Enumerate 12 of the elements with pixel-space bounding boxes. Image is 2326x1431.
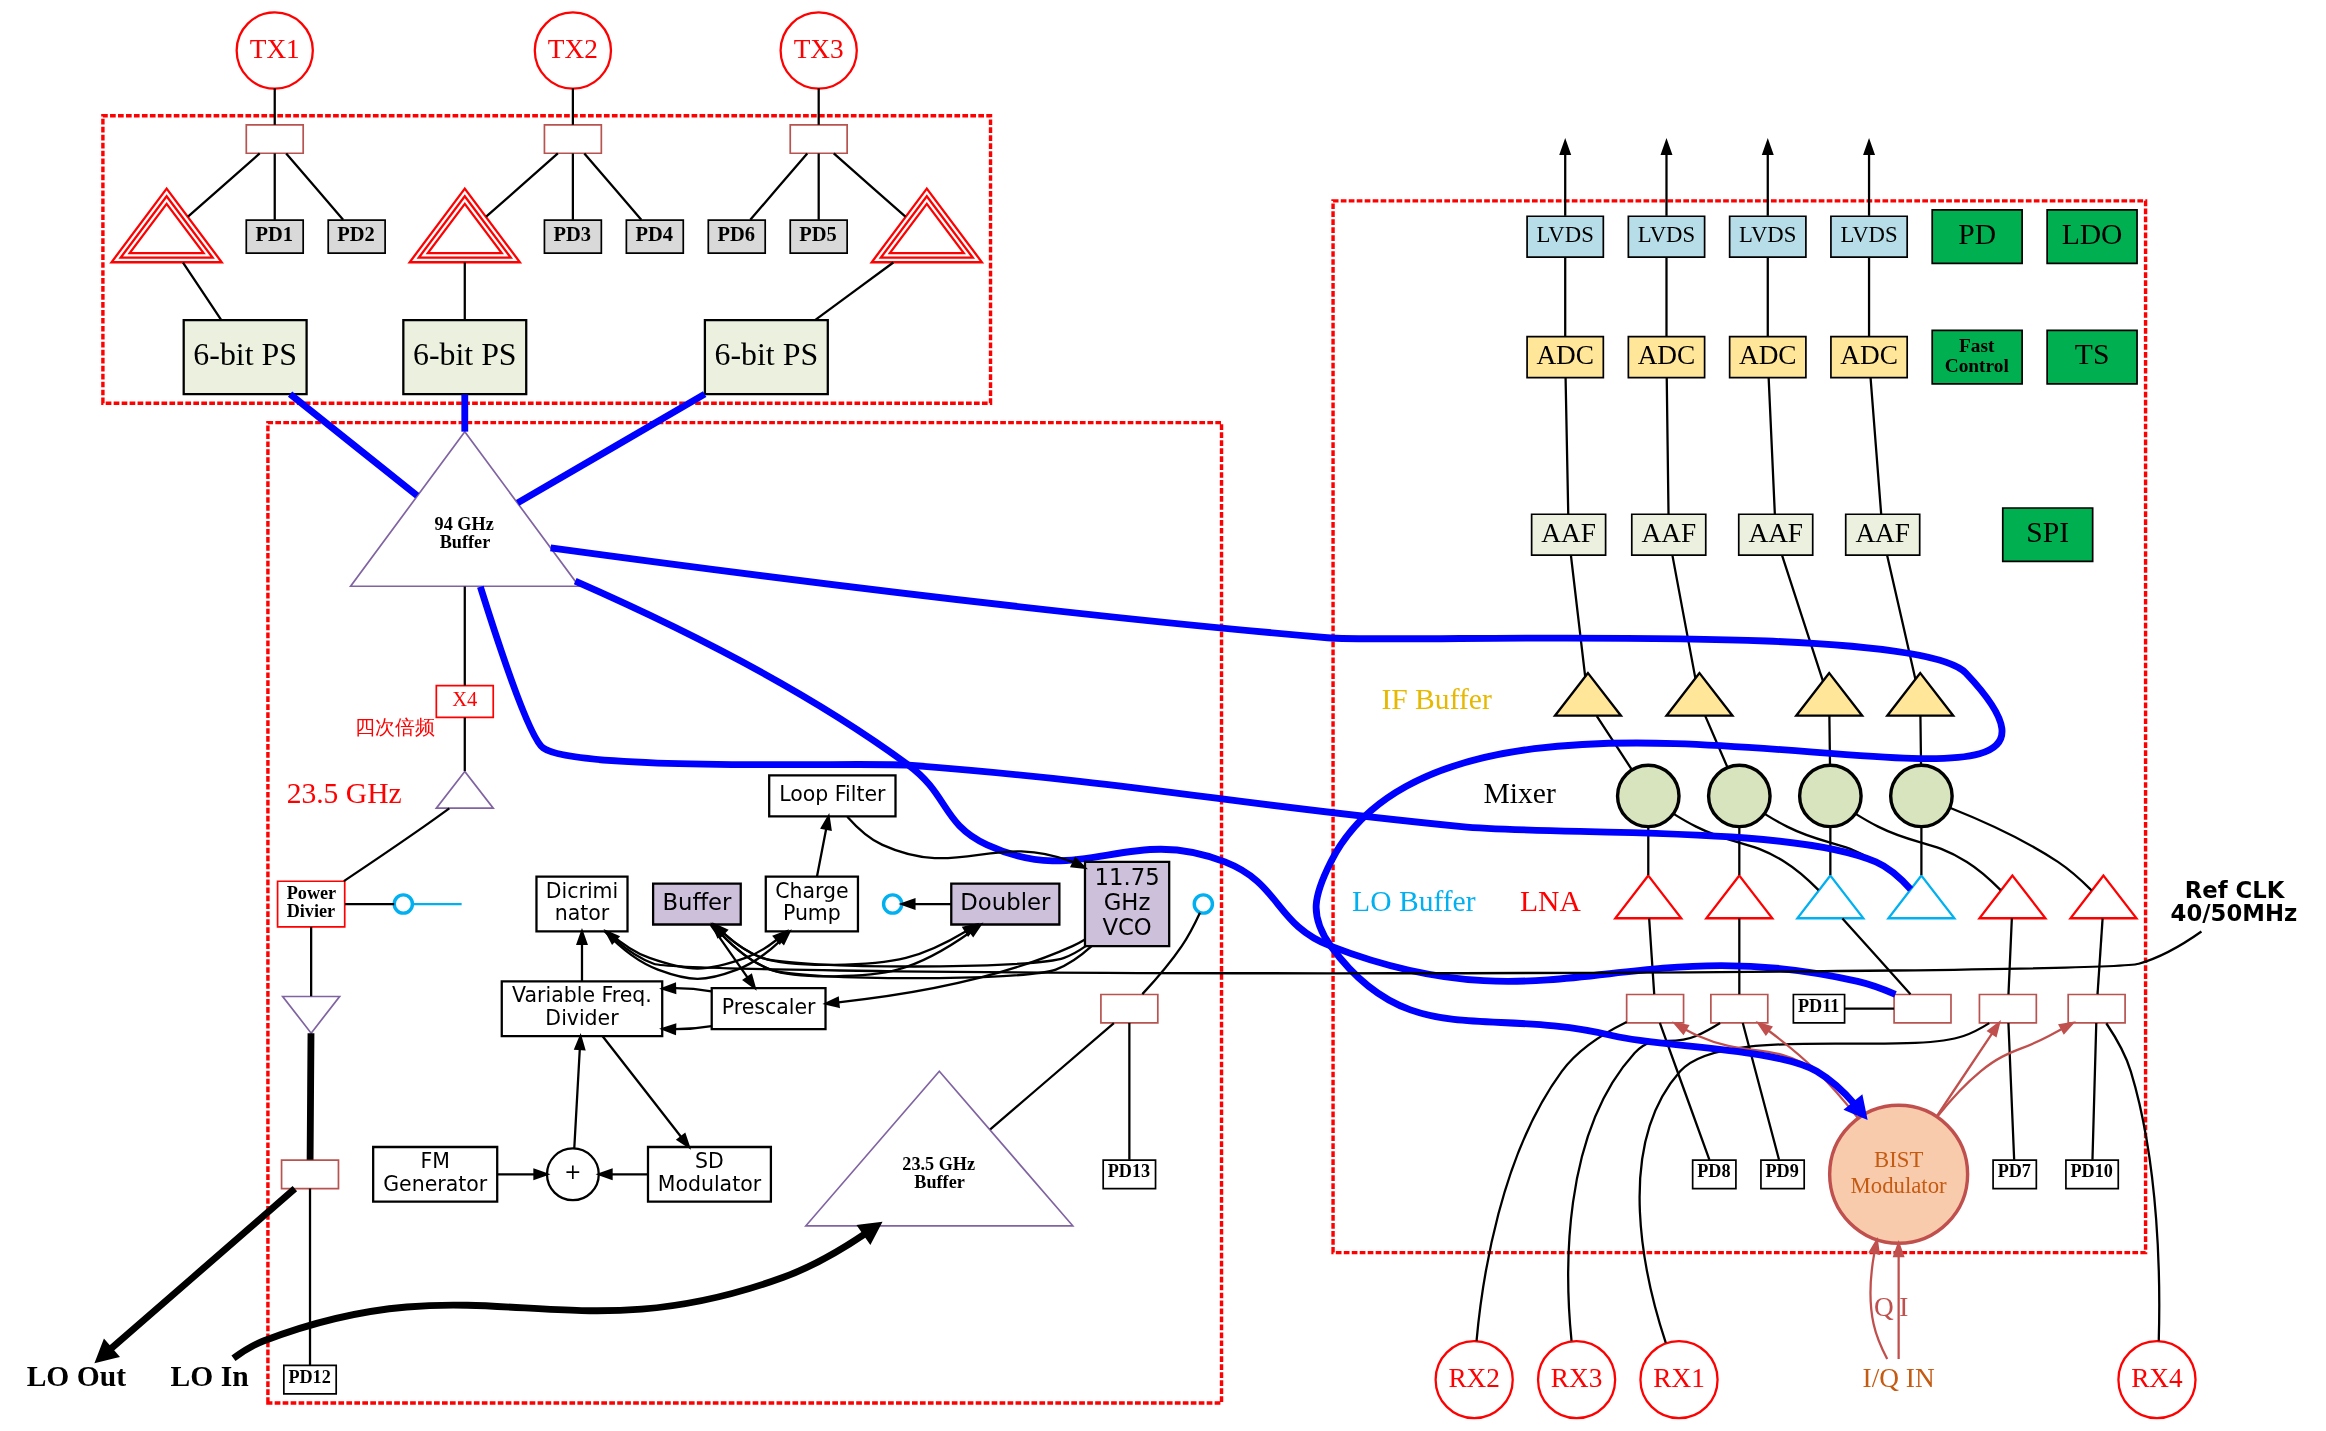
label: LO Buffer bbox=[1351, 885, 1476, 918]
label: LNA bbox=[1519, 885, 1581, 918]
label: Mixer bbox=[1483, 777, 1556, 810]
node-text: LO In bbox=[170, 1359, 249, 1392]
node-text: I/Q IN bbox=[1862, 1362, 1935, 1393]
label: IF Buffer bbox=[1380, 682, 1492, 715]
node-text: Ref CLK 40/50MHz bbox=[2170, 877, 2297, 927]
label: 23.5 GHz bbox=[286, 777, 402, 810]
node-text: LO Out bbox=[26, 1359, 126, 1392]
edge-label: Q bbox=[1873, 1292, 1894, 1323]
edge-label: I bbox=[1898, 1292, 1908, 1323]
node-label: 四次倍频 bbox=[354, 715, 435, 738]
